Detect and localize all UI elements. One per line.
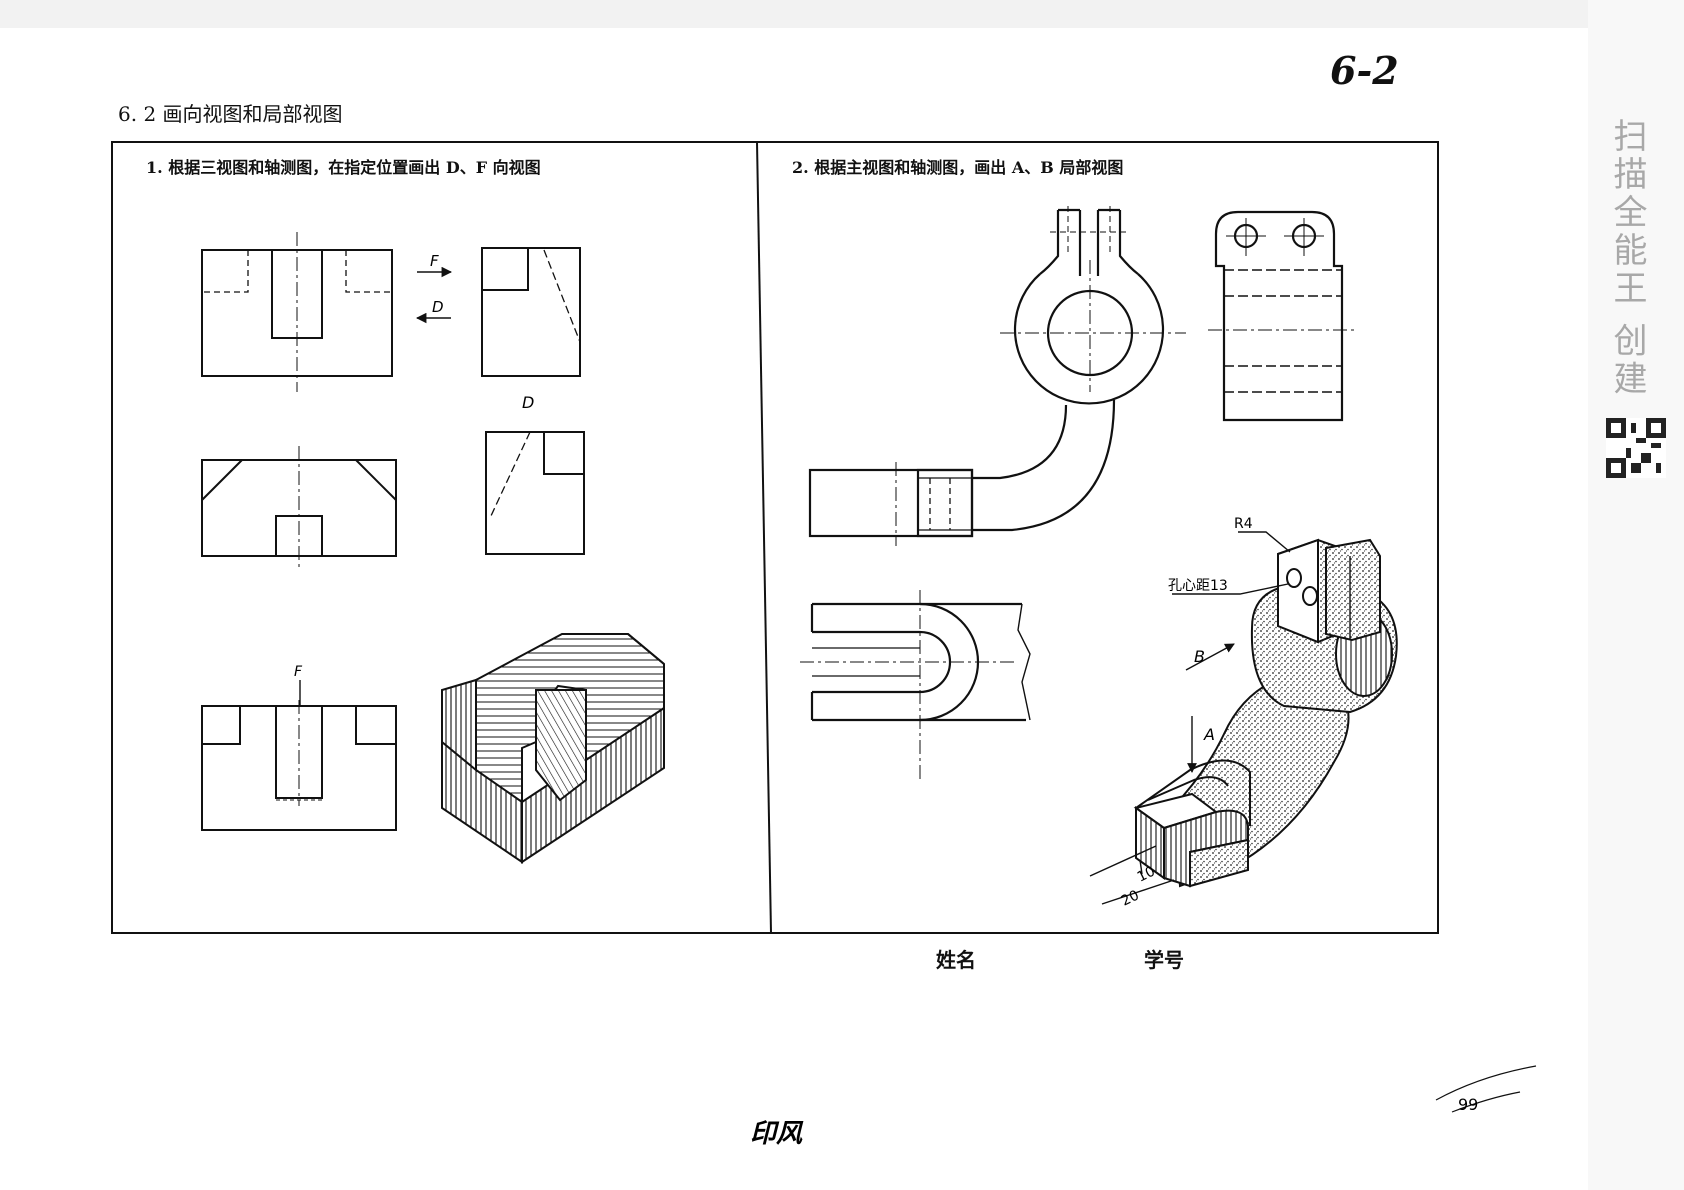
panel-divider <box>756 141 772 934</box>
task1-top-view <box>201 446 397 568</box>
arrow-D-top-label: D <box>432 298 444 316</box>
bottom-signature: 印风 <box>750 1119 804 1149</box>
arrow-B-label: B <box>1194 647 1205 666</box>
hole-distance-label: 孔心距13 <box>1168 578 1228 594</box>
task2-side-view <box>1208 210 1356 422</box>
arrow-F-top-label: F <box>430 252 439 270</box>
name-field-label: 姓名 <box>936 948 976 972</box>
task2-title: 2. 根据主视图和轴测图，画出 A、B 局部视图 <box>792 158 1124 177</box>
dim-10-label: 10 <box>1135 863 1158 885</box>
student-id-field-label: 学号 <box>1144 948 1184 972</box>
task1-front-view <box>201 232 393 392</box>
task1-F-view <box>201 680 397 831</box>
task2-top-view <box>800 590 1031 782</box>
page-number-mark <box>1435 1065 1537 1113</box>
task1-isometric <box>441 633 665 864</box>
task2-isometric <box>1133 538 1398 888</box>
task2-front-view <box>808 206 1186 546</box>
view-F-label: F <box>294 664 303 680</box>
view-D-label: D <box>522 393 534 412</box>
scan-right-margin <box>1588 0 1684 1190</box>
page-number: 99 <box>1458 1095 1478 1114</box>
qr-code-icon <box>1606 418 1666 478</box>
section-title: 6. 2 画向视图和局部视图 <box>118 102 343 126</box>
watermark-text: 扫描全能王 创建 <box>1607 118 1647 399</box>
arrow-A-label: A <box>1203 725 1215 744</box>
task1-side-view <box>481 247 581 377</box>
task1-D-view <box>485 431 585 555</box>
radius-label: R4 <box>1234 516 1253 532</box>
task2-annotations <box>1089 531 1291 905</box>
handwritten-exercise-id: 6-2 <box>1330 48 1399 93</box>
task1-title: 1. 根据三视图和轴测图，在指定位置画出 D、F 向视图 <box>146 158 541 177</box>
dim-20-label: 20 <box>1119 887 1142 909</box>
outer-frame <box>111 141 1439 934</box>
scan-top-edge <box>0 0 1684 28</box>
